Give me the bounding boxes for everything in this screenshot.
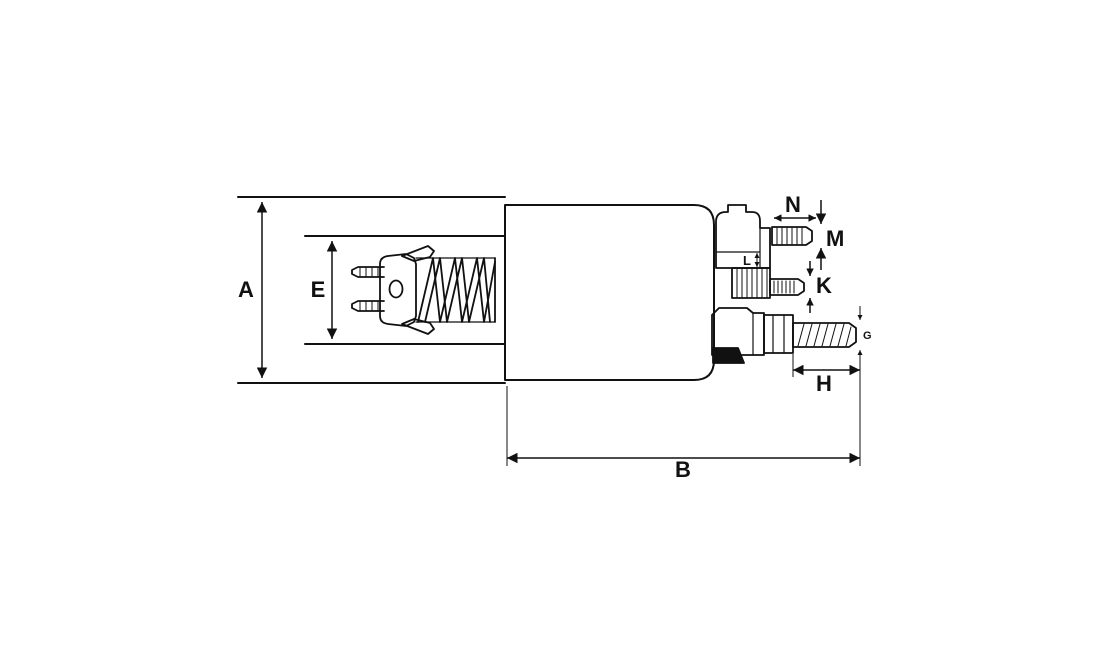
dim-label-k: K bbox=[816, 273, 832, 298]
dim-label-b: B bbox=[675, 457, 691, 482]
battery-stud-thread-hatch bbox=[797, 323, 852, 347]
plunger-hole bbox=[388, 279, 404, 299]
dim-label-n: N bbox=[785, 192, 801, 217]
battery-terminal bbox=[711, 307, 857, 364]
stud-terminal-m bbox=[771, 226, 813, 246]
bracket-hatch bbox=[736, 268, 768, 298]
stud-k-thread-hatch bbox=[773, 280, 795, 294]
stud-m-thread-hatch bbox=[776, 227, 803, 245]
return-spring bbox=[415, 257, 496, 323]
drive-housing-outline bbox=[237, 196, 506, 384]
prong-thread-hatch bbox=[359, 266, 379, 312]
dim-label-l: L bbox=[743, 253, 751, 268]
dimension-labels: A E B H N M K L G bbox=[238, 192, 872, 482]
dim-label-h: H bbox=[816, 371, 832, 396]
dim-label-a: A bbox=[238, 277, 254, 302]
terminal-bracket-upper bbox=[715, 204, 771, 299]
dimension-b bbox=[506, 350, 861, 466]
dim-label-g: G bbox=[863, 330, 872, 342]
solenoid-body-outline bbox=[504, 204, 715, 381]
dimension-h bbox=[792, 354, 860, 377]
dim-label-e: E bbox=[311, 277, 326, 302]
stud-terminal-k bbox=[769, 278, 805, 296]
plunger-assembly bbox=[351, 245, 435, 335]
dim-label-m: M bbox=[826, 226, 844, 251]
